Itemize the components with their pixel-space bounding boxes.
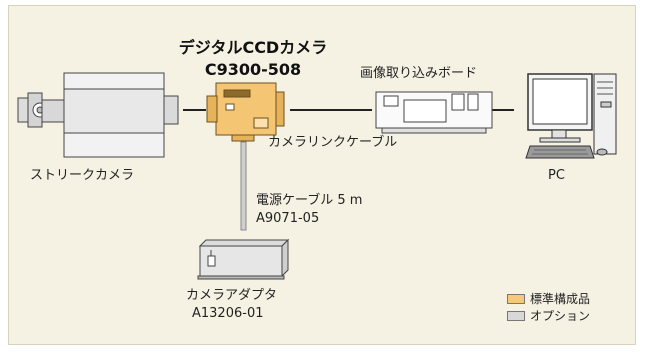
- camera-link-cable-label: カメラリンクケーブル: [268, 135, 398, 150]
- legend-option-label: オプション: [530, 309, 591, 323]
- legend-option: オプション: [507, 307, 590, 324]
- adapter-label-line2: A13206-01: [192, 306, 264, 321]
- ccd-camera: [206, 82, 285, 142]
- streak-camera: [17, 72, 179, 158]
- power-cable-label-line2: A9071-05: [256, 211, 320, 226]
- adapter-label-line1: カメラアダプタ: [186, 288, 278, 303]
- streak-camera-label: ストリークカメラ: [30, 168, 135, 183]
- legend-standard-swatch: [507, 293, 525, 304]
- legend-standard: 標準構成品: [507, 290, 590, 307]
- diagram-frame: [8, 5, 636, 345]
- camera-title-line1: デジタルCCDカメラ: [178, 38, 328, 57]
- camera-adapter: [197, 238, 290, 280]
- capture-board-label: 画像取り込みボード: [360, 66, 478, 81]
- legend-standard-label: 標準構成品: [530, 292, 591, 306]
- power-cable: [240, 141, 247, 231]
- power-cable-label-line1: 電源ケーブル 5 m: [256, 193, 363, 208]
- pc: [525, 73, 617, 159]
- capture-board: [375, 91, 493, 134]
- legend-option-swatch: [507, 310, 525, 321]
- pc-label: PC: [548, 168, 565, 183]
- camera-title-line2: C9300-508: [204, 60, 302, 79]
